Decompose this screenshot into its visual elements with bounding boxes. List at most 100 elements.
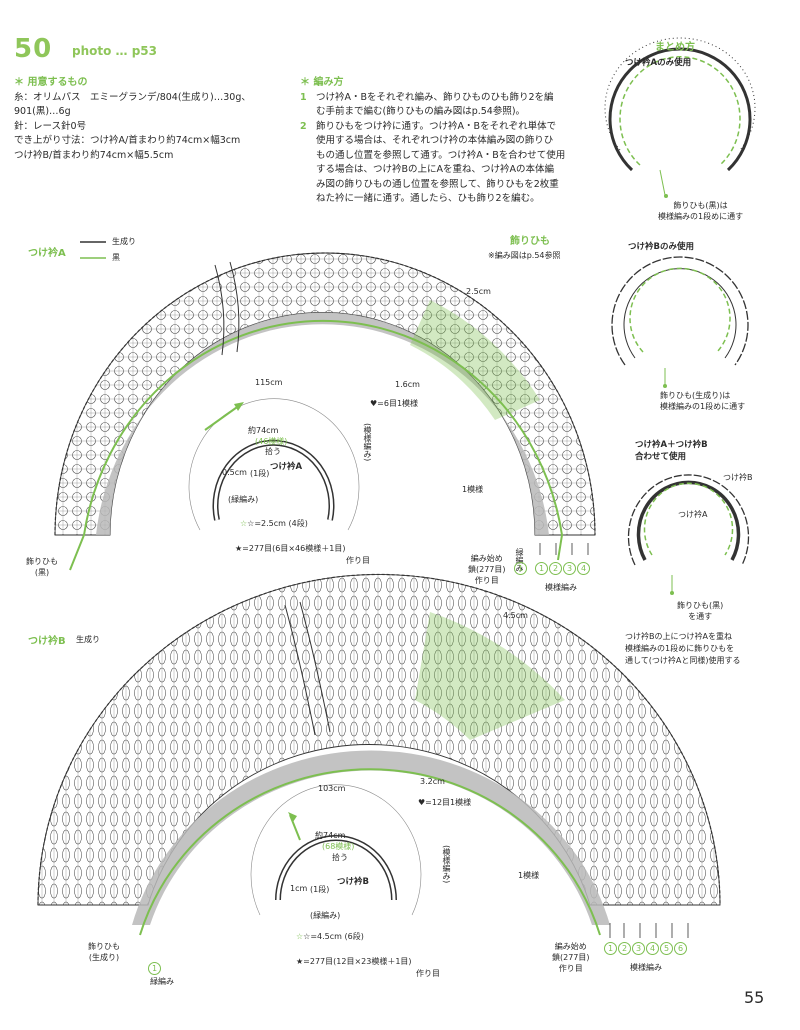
materials-hook: 針：レース針0号 bbox=[14, 120, 87, 132]
materials-size-b: つけ衿B/首まわり約74cm×幅5.5cm bbox=[14, 149, 174, 161]
collar-a-115: 115cm bbox=[255, 378, 283, 387]
materials-yarn: 糸：オリムパス エミーグランデ/804(生成り)…30g、 bbox=[14, 91, 251, 103]
star1-rows: (6段) bbox=[344, 932, 364, 941]
collar-b-legend: 生成り bbox=[76, 635, 100, 644]
start-line: 作り目 bbox=[558, 964, 583, 973]
row-circle: 4 bbox=[646, 942, 659, 955]
star2-text: ★=277目(12目×23模様＋1目) bbox=[296, 957, 412, 966]
collar-a-title: つけ衿A bbox=[28, 248, 66, 259]
row-circle: 2 bbox=[549, 562, 562, 575]
star1-text: ☆=4.5cm bbox=[303, 932, 342, 941]
collar-a-edge: 0.5cm bbox=[222, 468, 247, 477]
collar-b-start: 編み始め鎖(277目) 作り目 bbox=[552, 941, 590, 974]
row-circle: 1 bbox=[514, 562, 527, 575]
collar-b-103: 103cm bbox=[318, 784, 346, 793]
start-arrows-a bbox=[539, 543, 589, 555]
pattern-number: 50 bbox=[14, 34, 53, 64]
cord-label-line: 飾りひも bbox=[26, 557, 58, 566]
collar-a-star1: ☆☆=2.5cm (4段) bbox=[240, 519, 308, 528]
materials-block: ＊ 用意するもの 糸：オリムパス エミーグランデ/804(生成り)…30g、 9… bbox=[14, 76, 299, 163]
collar-a-row0: 1 bbox=[514, 562, 528, 575]
collar-a-one-repeat: 1模様 bbox=[462, 485, 484, 494]
step-2-line: ねた衿に一緒に通す。通したら、ひも飾り2を編む。 bbox=[316, 193, 540, 204]
step-1-line: む手前まで編む(飾りひもの編み図はp.54参照)。 bbox=[316, 106, 526, 117]
photo-reference: photo … p53 bbox=[72, 44, 158, 58]
collar-b-neck: 約74cm bbox=[315, 831, 346, 840]
row-circle: 1 bbox=[148, 962, 161, 975]
collar-a-heart: ♥=6目1模様 bbox=[370, 399, 419, 408]
collar-b-neck-sub1: (68模様) bbox=[322, 842, 355, 851]
start-line: 鎖(277目) bbox=[552, 953, 590, 962]
legend-natural: 生成り bbox=[112, 237, 136, 246]
collar-a-neck-sub2: 拾う bbox=[265, 447, 281, 456]
cord-label-line: (黒) bbox=[34, 568, 50, 577]
row-circle: 6 bbox=[674, 942, 687, 955]
collar-b-3-2: 3.2cm bbox=[420, 777, 445, 786]
collar-b-edge-rows: (1段) bbox=[310, 885, 330, 894]
step-2-line: する場合は、つけ衿Bの上にAを重ね、つけ衿Aの本体編 bbox=[316, 164, 555, 175]
summary-ab-desc: つけ衿Bの上につけ衿Aを重ね 模様編みの1段めに飾りひもを 通して(つけ衿Aと同… bbox=[625, 631, 740, 667]
desc-line: 通して(つけ衿Aと同様)使用する bbox=[625, 656, 741, 665]
materials-title: ＊ 用意するもの bbox=[14, 77, 88, 88]
collar-b-cord-label: 飾りひも(生成り) bbox=[88, 941, 120, 963]
start-arrows-b bbox=[609, 923, 689, 938]
note-line: 模様編みの1段めに通す bbox=[658, 212, 744, 221]
collar-b-edge-stitch: (緑編み) bbox=[310, 911, 341, 920]
note-line: 飾りひも(黒) bbox=[677, 601, 724, 610]
collar-b-star2: ★=277目(12目×23模様＋1目) bbox=[296, 956, 412, 967]
summary-a-note: 飾りひも(黒)は模様編みの1段めに通す bbox=[658, 200, 743, 222]
summary-a-title: つけ衿Aのみ使用 bbox=[625, 58, 692, 68]
collar-b-star2-sub: 作り目 bbox=[416, 969, 440, 978]
summary-b-note: 飾りひも(生成り)は模様編みの1段めに通す bbox=[660, 390, 745, 412]
collar-b-neck-sub2: 拾う bbox=[332, 853, 348, 862]
note-line: 飾りひも(黒)は bbox=[673, 201, 728, 210]
step-2-number: 2 bbox=[300, 120, 307, 132]
summary-ab-label-a: つけ衿A bbox=[678, 510, 708, 519]
collar-a-cord-label: 飾りひも (黒) bbox=[26, 556, 58, 578]
collar-b-row0: 1 bbox=[148, 962, 162, 975]
collar-a-fan bbox=[54, 252, 596, 571]
summary-title: まとめ方 bbox=[655, 42, 695, 53]
collar-b-center: つけ衿B bbox=[337, 877, 369, 887]
collar-a-edge-stitch: (緑編み) bbox=[228, 495, 259, 504]
collar-b-star1: ☆☆=4.5cm (6段) bbox=[296, 932, 364, 941]
desc-line: つけ衿Bの上につけ衿Aを重ね bbox=[625, 632, 732, 641]
collar-b-rows-label: 模様編み bbox=[630, 963, 662, 972]
row-circle: 4 bbox=[577, 562, 590, 575]
start-line: 編み始め bbox=[554, 942, 587, 951]
collar-b-pattern: (模様編み) bbox=[442, 845, 451, 884]
collar-b-mini-diagram bbox=[250, 784, 422, 916]
collar-a-start: 編み始め鎖(277目) 作り目 bbox=[468, 553, 506, 586]
note-line: を通す bbox=[688, 612, 713, 621]
cord-title: 飾りひも bbox=[510, 236, 550, 247]
materials-yarn-2: 901(黒)…6g bbox=[14, 106, 71, 117]
note-line: 模様編みの1段めに通す bbox=[660, 402, 746, 411]
start-line: 鎖(277目) bbox=[468, 565, 506, 574]
start-line: 編み始め bbox=[470, 554, 503, 563]
step-2-line: 使用する場合は、それぞれつけ衿の本体編み図の飾りひ bbox=[316, 135, 554, 146]
collar-a-width: 2.5cm bbox=[466, 287, 491, 296]
step-2-line: 飾りひもをつけ衿に通す。つけ衿A・Bをそれぞれ単体で bbox=[316, 120, 557, 132]
legend-black: 黒 bbox=[112, 253, 120, 262]
collar-a-rows-label: 模様編み bbox=[545, 583, 577, 592]
star1-rows: (4段) bbox=[288, 519, 308, 528]
collar-a-side-label: 緑編み bbox=[515, 548, 524, 572]
collar-a-edge-rows: (1段) bbox=[250, 469, 270, 478]
row-circle: 5 bbox=[660, 942, 673, 955]
collar-b-side-label: 緑編み bbox=[150, 977, 174, 986]
step-1-number: 1 bbox=[300, 91, 307, 103]
collar-a-pattern: (模様編み) bbox=[363, 423, 372, 462]
collar-a-neck-sub1: (46模様) bbox=[255, 437, 288, 446]
collar-a-star2: ★=277目(6目×46模様＋1目) bbox=[235, 543, 345, 554]
start-line: 作り目 bbox=[474, 576, 499, 585]
collar-b-width: 4.5cm bbox=[503, 611, 528, 620]
summary-b-title: つけ衿Bのみ使用 bbox=[628, 242, 694, 252]
summary-ab-note: 飾りひも(黒) を通す bbox=[677, 600, 723, 622]
title-line: つけ衿A＋つけ衿B bbox=[635, 440, 708, 450]
collar-b-edge: 1cm bbox=[290, 884, 308, 893]
summary-ring-b bbox=[611, 256, 749, 388]
materials-size-a: でき上がり寸法：つけ衿A/首まわり約74cm×幅3cm bbox=[14, 135, 241, 146]
